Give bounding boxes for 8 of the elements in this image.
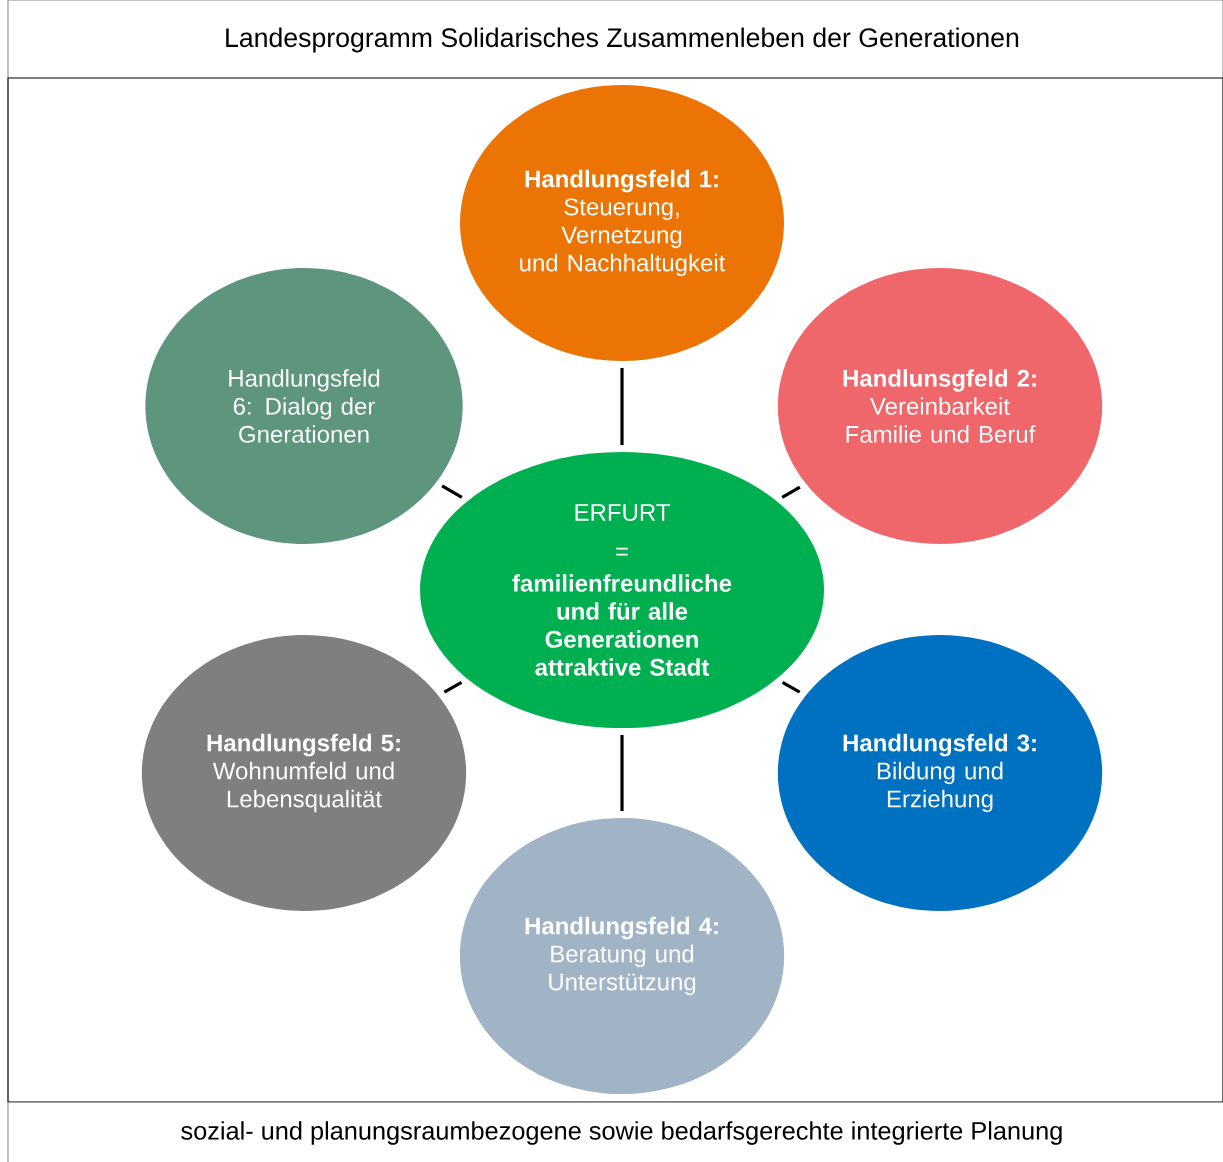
connector-line [441,484,463,499]
connector-line [620,367,624,446]
caption: sozial- und planungsraumbezogene sowie bedarfsgerechte integrierte Planung [181,1121,1062,1145]
connector-line [781,680,801,694]
connector-line [443,680,463,694]
connector-line [620,734,624,812]
connector-line [781,485,801,499]
title: Landesprogramm Solidarisches Zusammenleben der Generationen [226,27,1019,53]
